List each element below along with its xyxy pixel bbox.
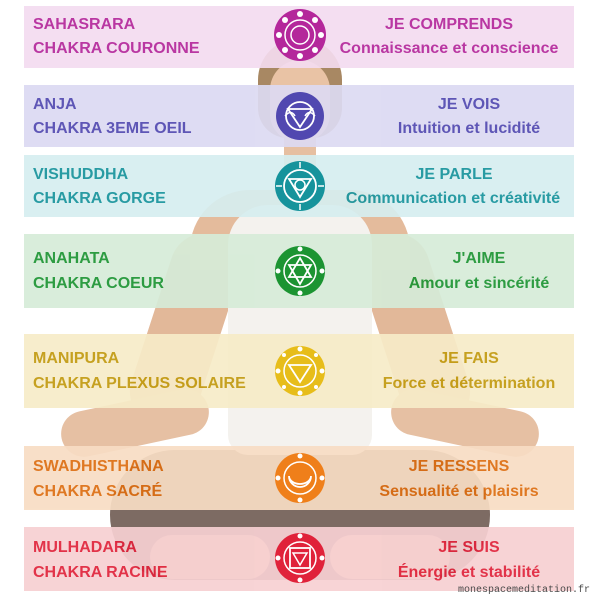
chakra-name: CHAKRA COEUR: [33, 275, 164, 292]
chakra-verb: J'AIME: [452, 250, 506, 267]
chakra-verb: JE PARLE: [415, 166, 493, 183]
chakra-verb: JE VOIS: [437, 96, 501, 113]
chakra-name: CHAKRA COURONNE: [33, 40, 200, 57]
chakra-meaning: Sensualité et plaisirs: [379, 483, 539, 500]
chakra-sanskrit-name: MULHADARA: [33, 539, 137, 556]
chakra-meaning: Intuition et lucidité: [397, 120, 541, 137]
chakra-sanskrit-name: ANAHATA: [33, 250, 110, 267]
chakra-verb: JE COMPRENDS: [384, 16, 514, 33]
sahasrara-lotus-icon: [273, 8, 327, 62]
chakra-name: CHAKRA RACINE: [33, 564, 168, 581]
swadhisthana-crescent-icon: [273, 451, 327, 505]
chakra-meaning: Connaissance et conscience: [339, 40, 559, 57]
chakra-meaning: Énergie et stabilité: [397, 564, 541, 581]
chakra-verb: JE SUIS: [438, 539, 500, 556]
chakra-name: CHAKRA PLEXUS SOLAIRE: [33, 375, 246, 392]
chakra-meaning: Communication et créativité: [345, 190, 561, 207]
site-watermark: monespacemeditation.fr: [457, 585, 590, 596]
chakra-name: CHAKRA SACRÉ: [33, 483, 163, 500]
chakra-meaning: Amour et sincérité: [408, 275, 550, 292]
chakra-name: CHAKRA 3EME OEIL: [33, 120, 192, 137]
manipura-triangle-icon: [273, 344, 327, 398]
chakra-band-sahasrara: SAHASRARA CHAKRA COURONNE JE COMPRENDS C…: [24, 6, 574, 68]
ajna-eye-icon: [273, 89, 327, 143]
chakra-sanskrit-name: VISHUDDHA: [33, 166, 129, 183]
anahata-star-icon: [273, 244, 327, 298]
vishuddha-circle-icon: [273, 159, 327, 213]
chakra-sanskrit-name: SWADHISTHANA: [33, 458, 164, 475]
chakra-sanskrit-name: SAHASRARA: [33, 16, 136, 33]
chakra-verb: JE RESSENS: [408, 458, 510, 475]
chakra-sanskrit-name: MANIPURA: [33, 350, 120, 367]
chakra-verb: JE FAIS: [439, 350, 499, 367]
chakra-name: CHAKRA GORGE: [33, 190, 166, 207]
muladhara-square-icon: [273, 531, 327, 585]
chakra-meaning: Force et détermination: [382, 375, 556, 392]
chakra-sanskrit-name: ANJA: [33, 96, 77, 113]
